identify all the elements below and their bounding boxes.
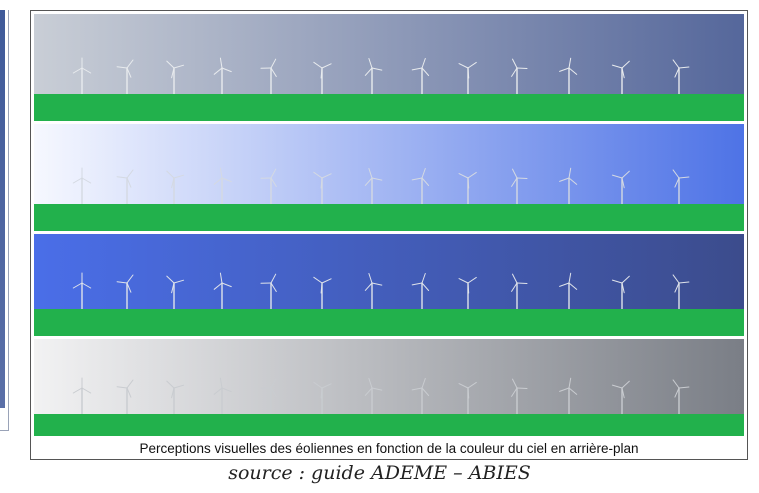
wind-turbine-icon [511,273,528,310]
wind-turbine-icon [411,58,430,95]
wind-turbine-icon [559,272,578,310]
panel-white-grey-sky [34,339,744,436]
wind-turbine-icon [611,275,630,310]
wind-turbine-icon [72,57,92,95]
wind-turbine-icon [213,167,232,205]
wind-turbine-icon [166,275,185,310]
wind-turbine-icon [364,58,383,95]
wind-turbine-icon [611,60,630,95]
ground-strip [34,94,744,121]
wind-turbine-icon [313,171,332,205]
wind-turbine-icon [213,377,232,415]
wind-turbine-icon [411,273,430,310]
wind-turbine-icon [672,59,690,95]
wind-turbine-icon [313,61,332,95]
wind-turbine-icon [458,381,477,415]
wind-turbine-icon [672,274,690,310]
wind-turbine-icon [511,378,528,415]
wind-turbine-icon [458,276,477,310]
panel-grey-blue-sky [34,14,744,121]
ground-strip [34,414,744,436]
wind-turbine-icon [511,168,528,205]
wind-turbine-icon [72,167,92,205]
wind-turbine-icon [166,170,185,205]
wind-turbine-icon [116,379,134,415]
wind-turbine-icon [511,58,528,95]
wind-turbine-icon [313,276,332,310]
wind-turbine-icon [116,59,134,95]
wind-turbine-icon [672,169,690,205]
ground-strip [34,309,744,336]
wind-turbine-icon [116,169,134,205]
ground-strip [34,204,744,231]
panels [34,14,744,436]
wind-turbine-icon [364,378,383,415]
wind-turbine-icon [458,171,477,205]
wind-turbine-icon [411,168,430,205]
wind-turbine-icon [672,379,690,415]
wind-turbine-icon [213,272,232,310]
wind-turbine-icon [458,61,477,95]
wind-turbine-icon [559,377,578,415]
wind-turbine-icon [611,170,630,205]
wind-turbine-icon [260,378,277,415]
wind-turbine-icon [364,168,383,205]
panel-white-blue-sky [34,124,744,231]
wind-turbine-icon [260,273,277,310]
wind-turbine-icon [559,57,578,95]
source-credit: source : guide ADEME – ABIES [228,462,531,484]
wind-turbine-icon [213,57,232,95]
wind-turbine-icon [411,378,430,415]
wind-turbine-icon [260,168,277,205]
wind-turbine-icon [559,167,578,205]
wind-turbine-icon [166,380,185,415]
panel-blue-sky [34,234,744,336]
wind-turbine-icon [611,380,630,415]
wind-turbine-icon [260,58,277,95]
wind-turbine-icon [72,272,92,310]
adjacent-image-edge [0,10,9,431]
wind-turbine-icon [72,377,92,415]
figure-frame: Perceptions visuelles des éoliennes en f… [30,10,748,460]
figure-caption: Perceptions visuelles des éoliennes en f… [139,441,639,456]
wind-turbine-icon [166,60,185,95]
wind-turbine-icon [364,273,383,310]
wind-turbine-icon [116,274,134,310]
wind-turbine-icon [313,381,332,415]
